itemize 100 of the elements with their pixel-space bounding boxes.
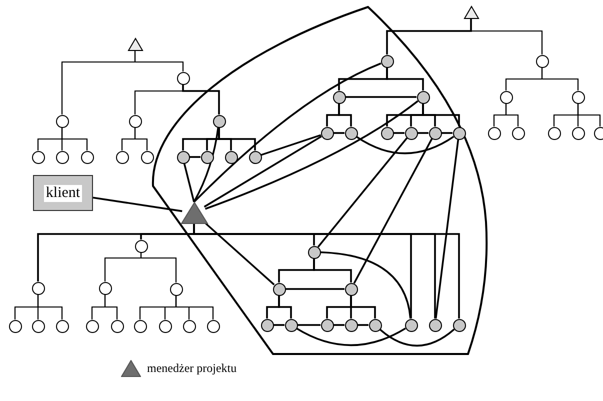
org-unit-circle [128, 114, 142, 128]
legend-label: menedżer projektu [147, 361, 237, 376]
org-unit-circle [134, 320, 146, 332]
hierarchy-line [140, 252, 177, 282]
connector-line [379, 328, 455, 347]
connector-line [296, 328, 406, 346]
org-unit-circle [140, 150, 154, 164]
hierarchy-line [175, 296, 214, 320]
project-member-circle [308, 246, 320, 258]
connector-line [346, 96, 416, 98]
project-member-circle [176, 150, 190, 164]
connector-line [274, 324, 284, 326]
org-unit-circle [86, 320, 98, 332]
project-member-circle [452, 126, 466, 140]
connector-line [317, 137, 408, 248]
hierarchy-line [338, 104, 352, 126]
hierarchy-line [61, 128, 88, 150]
project-member-circle [320, 126, 334, 140]
org-unit-circle [500, 90, 512, 104]
project-member-circle [272, 282, 286, 296]
project-member-circle [404, 318, 418, 332]
org-unit-circle [110, 320, 124, 332]
connector-line [334, 132, 344, 134]
org-root-triangle [464, 6, 478, 18]
hierarchy-line [350, 296, 376, 318]
project-member-circle [416, 90, 430, 104]
project-member-circle [380, 126, 394, 140]
connector-line [92, 196, 182, 212]
project-member-circle [380, 54, 394, 68]
org-unit-circle [206, 320, 220, 332]
org-unit-circle [170, 282, 182, 296]
org-unit-circle [32, 150, 44, 164]
org-unit-circle [488, 126, 500, 140]
org-unit-circle [176, 72, 190, 84]
org-unit-circle [80, 150, 94, 164]
connector-line [320, 251, 412, 319]
hierarchy-line [577, 104, 601, 126]
client-label: klient [44, 184, 82, 202]
hierarchy-line [386, 18, 472, 54]
project-member-circle [224, 150, 238, 164]
connector-line [183, 163, 195, 202]
hierarchy-line [182, 84, 220, 114]
project-member-circle [320, 318, 334, 332]
project-member-circle [344, 282, 358, 296]
project-member-circle [212, 114, 226, 128]
hierarchy-line [104, 294, 118, 320]
hierarchy-line [313, 258, 352, 282]
project-member-circle [428, 318, 442, 332]
connector-line [286, 288, 344, 290]
hierarchy-line [134, 128, 148, 150]
org-unit-circle [56, 320, 68, 332]
connector-line [358, 324, 368, 326]
connector-line [394, 132, 404, 134]
connector-line [260, 134, 322, 156]
org-unit-circle [134, 240, 148, 252]
hierarchy-line [470, 18, 543, 54]
project-member-circle [428, 126, 442, 140]
hierarchy-line [278, 296, 292, 318]
connector-line [442, 132, 452, 134]
project-member-circle [344, 126, 358, 140]
org-unit-circle [8, 320, 22, 332]
connector-line [353, 138, 433, 284]
connector-line [190, 156, 200, 158]
connector-line [418, 132, 428, 134]
org-unit-circle [594, 126, 603, 140]
connector-line [193, 127, 220, 202]
org-unit-circle [98, 282, 112, 294]
connector-line [356, 136, 454, 154]
hierarchy-line [386, 68, 424, 90]
org-root-triangle [128, 38, 142, 50]
hierarchy-line [505, 104, 519, 126]
org-unit-circle [56, 114, 68, 128]
project-member-circle [344, 318, 358, 332]
org-unit-circle [116, 150, 128, 164]
project-member-circle [200, 150, 214, 164]
org-unit-circle [572, 90, 584, 104]
connector-line [204, 136, 322, 208]
project-member-circle [284, 318, 298, 332]
connector-line [204, 100, 418, 210]
org-unit-circle [572, 126, 584, 140]
project-member-circle [368, 318, 382, 332]
org-unit-circle [512, 126, 524, 140]
org-unit-circle [32, 320, 44, 332]
project-member-circle [404, 126, 418, 140]
connector-line [434, 139, 460, 319]
connector-line [298, 324, 320, 326]
project-member-circle [452, 318, 466, 332]
org-unit-circle [548, 126, 560, 140]
project-member-circle [248, 150, 262, 164]
hierarchy-line [541, 68, 579, 90]
client-box [33, 175, 93, 211]
hierarchy-line [37, 294, 63, 320]
org-unit-circle [32, 282, 44, 294]
manager-triangle [180, 202, 208, 224]
project-member-circle [332, 90, 346, 104]
org-unit-circle [536, 54, 548, 68]
project-member-circle [260, 318, 274, 332]
org-unit-circle [56, 150, 68, 164]
connector-line [193, 62, 382, 203]
hierarchy-line [134, 50, 184, 72]
